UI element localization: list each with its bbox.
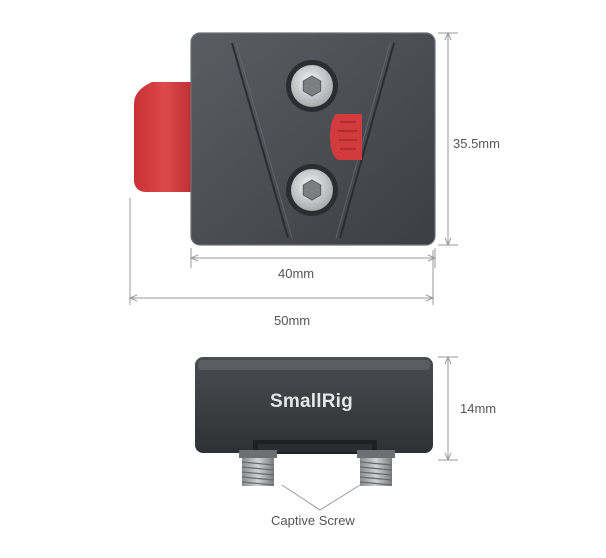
- dim-label-side-height: 14mm: [460, 401, 497, 416]
- dim-label-body-width: 40mm: [278, 266, 315, 281]
- top-view: [134, 32, 436, 246]
- red-lock-button: [330, 114, 362, 160]
- captive-screw-label: Captive Screw: [271, 513, 355, 528]
- captive-screw-right: [357, 450, 395, 486]
- side-body: [195, 357, 433, 453]
- dim-label-total-width: 50mm: [274, 313, 311, 328]
- dovetail-groove: [231, 42, 395, 239]
- smallrig-logo: SmallRig: [270, 391, 353, 412]
- red-lever: [134, 82, 196, 192]
- hex-screw-bottom: [286, 164, 338, 216]
- captive-screw-left: [239, 450, 277, 486]
- top-plate-body: [191, 33, 435, 245]
- hex-screw-top: [286, 60, 338, 112]
- dimension-lines: [128, 31, 458, 511]
- dim-label-height: 35.5mm: [453, 136, 500, 151]
- side-view: [195, 357, 433, 486]
